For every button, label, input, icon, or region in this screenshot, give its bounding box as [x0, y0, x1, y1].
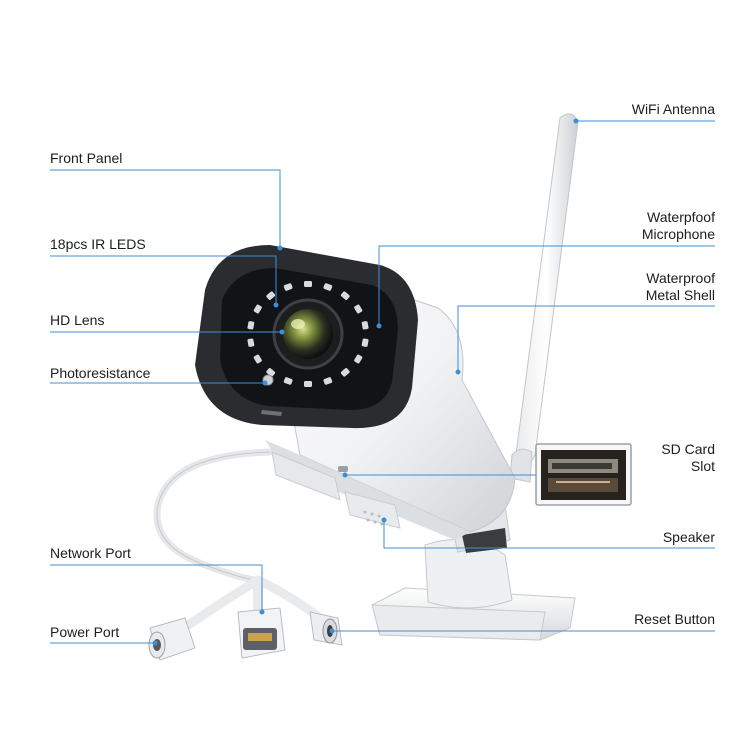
leader-wifi-antenna-dot [573, 118, 579, 124]
wifi-antenna-part [509, 113, 579, 483]
network-port-part [237, 607, 286, 659]
label-metal-shell-line2: Metal Shell [645, 287, 715, 303]
label-reset-button: Reset Button [634, 611, 715, 627]
power-port-part [148, 617, 196, 661]
label-metal-shell-line1: Waterproof [646, 270, 715, 286]
ir-led [361, 321, 369, 330]
ir-led [253, 354, 262, 364]
leader-front-panel-dot [277, 245, 283, 251]
leader-speaker-dot [381, 517, 387, 523]
leader-ir-leds [50, 255, 277, 305]
ir-led [323, 377, 333, 385]
label-ir-leds: 18pcs IR LEDS [50, 236, 146, 252]
ir-led [304, 381, 312, 387]
label-power-port: Power Port [50, 624, 120, 640]
leader-microphone [378, 245, 715, 326]
reset-button-part [309, 611, 343, 646]
hd-lens-part [272, 298, 344, 370]
leader-microphone-dot [376, 323, 382, 329]
ir-led [283, 283, 293, 291]
ir-led [323, 283, 333, 291]
ir-led [247, 321, 255, 330]
leader-hd-lens-dot [279, 329, 285, 335]
label-network-port: Network Port [50, 545, 131, 561]
leader-sd-card-dot [342, 472, 348, 478]
ir-led [266, 368, 276, 377]
leader-reset-button-dot [329, 628, 335, 634]
label-sd-card-slot: SD Card Slot [661, 441, 715, 475]
leader-ir-leds-dot [273, 302, 279, 308]
ir-led [283, 377, 293, 385]
leader-lines [50, 118, 715, 646]
ir-led [247, 338, 255, 347]
label-speaker: Speaker [662, 529, 715, 545]
leader-network-port-dot [259, 609, 265, 615]
label-wifi-antenna: WiFi Antenna [631, 101, 715, 117]
label-front-panel: Front Panel [50, 150, 123, 166]
label-microphone-line1: Waterpfoof [647, 209, 715, 225]
label-sd-card-line2: Slot [690, 458, 715, 474]
ir-led [266, 291, 276, 300]
ir-led [340, 291, 350, 300]
ir-led [354, 354, 363, 364]
label-sd-card-line1: SD Card [661, 441, 715, 457]
ir-led-ring [247, 281, 369, 387]
ir-led [253, 304, 262, 314]
label-microphone-line2: Microphone [641, 226, 715, 242]
label-photoresistance: Photoresistance [50, 365, 151, 381]
leader-photoresistance-dot [262, 380, 268, 386]
label-metal-shell: Waterproof Metal Shell [646, 270, 715, 304]
label-microphone: Waterpfoof Microphone [642, 209, 715, 243]
leader-metal-shell [457, 305, 715, 372]
sd-card-inset [535, 443, 632, 506]
leader-speaker [383, 520, 715, 549]
cable-bundle [153, 448, 330, 637]
leader-power-port-dot [152, 640, 158, 646]
label-hd-lens: HD Lens [50, 312, 105, 328]
ir-led [304, 281, 312, 287]
leader-front-panel [50, 169, 281, 248]
ir-led [361, 338, 369, 347]
ir-led [354, 304, 363, 314]
ir-led [340, 368, 350, 377]
speaker-grille [363, 510, 384, 526]
leader-metal-shell-dot [455, 369, 461, 375]
leader-network-port [50, 564, 263, 612]
